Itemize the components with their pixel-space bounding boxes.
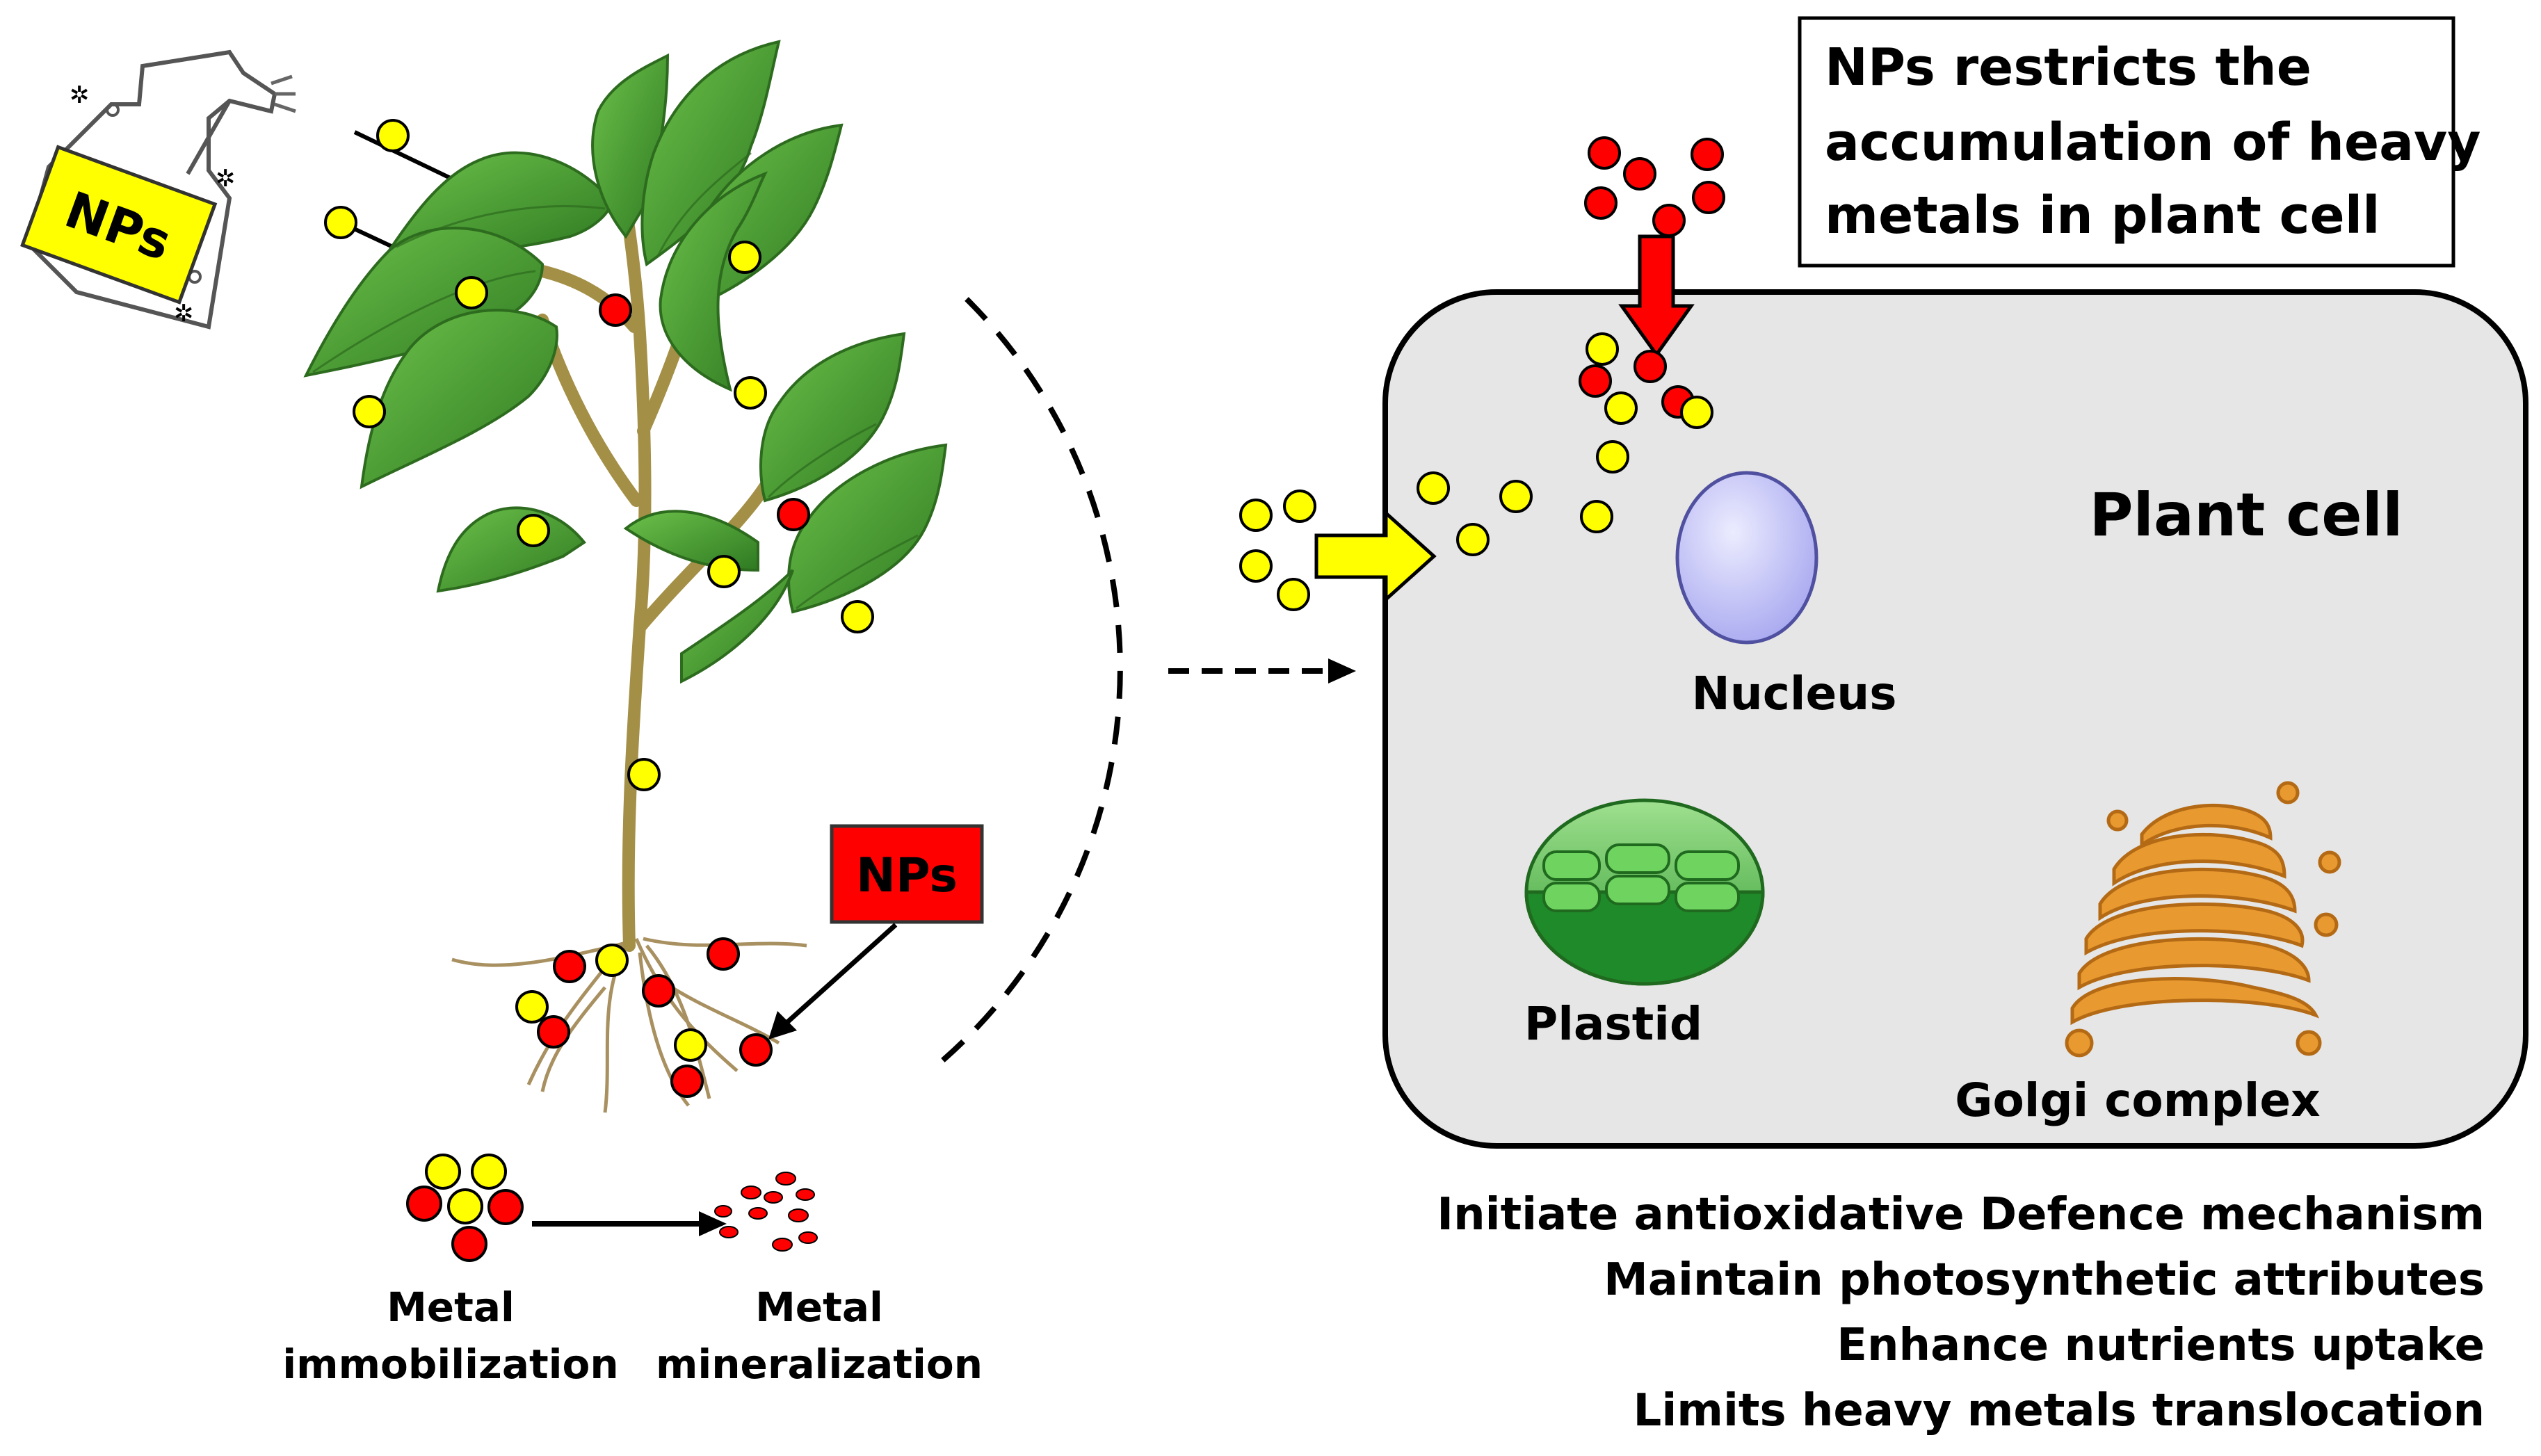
golgi-label: Golgi complex [1955,1074,2320,1127]
zoom-connector [937,297,1356,1067]
np-particle [515,990,549,1024]
sparkle-icon: ✲ [216,165,236,193]
np-particle [376,119,410,152]
metal-particle [406,1186,442,1222]
metal-particle [599,293,632,327]
nucleus-icon [1675,471,1818,645]
heavy-metal-particles [1579,136,1725,474]
plastid-icon [1524,798,1765,986]
metal-transformation: Metal immobilization Metal mineralizatio… [282,1154,983,1388]
np-particle [627,758,661,791]
metal-particle [1691,138,1724,171]
metal-particle [1584,186,1618,220]
np-particle [1283,490,1316,523]
arrow-head-icon [1328,658,1356,683]
effect-item: Maintain photosynthetic attributes [1604,1254,2485,1306]
np-particle [595,944,629,977]
note-line-1: NPs restricts the [1825,38,2312,97]
note-box: NPs restricts the accumulation of heavy … [1798,16,2481,268]
metal-particle [1652,204,1686,237]
cell-entry-particles [1239,471,1613,611]
sparkle-icon: ✲ [174,300,194,327]
np-particle [674,1028,707,1062]
metal-particle [670,1065,704,1098]
np-particle [1580,500,1613,533]
plant-particles [353,241,874,791]
metal-particle [1692,181,1725,214]
np-particle [728,241,761,274]
np-particle [1596,440,1629,474]
plastid-label: Plastid [1524,997,1702,1051]
effects-list: Initiate antioxidative Defence mechanism… [1437,1189,2485,1437]
metal-particle [487,1189,524,1225]
red-arrow-icon [1618,234,1695,358]
plant-illustration [303,40,948,1113]
mineral-fragments [714,1172,818,1252]
note-line-3: metals in plant cell [1825,186,2380,245]
note-line-2: accumulation of heavy [1825,113,2481,172]
metal-particle [1579,364,1612,398]
metal-particle [739,1033,773,1067]
np-particle [1239,499,1273,532]
root-particles [515,937,773,1098]
metal-particle [451,1226,487,1262]
np-particle [353,395,386,428]
np-particle [1417,471,1450,505]
np-particle [1499,480,1533,513]
soil-np-box [830,824,984,924]
metal-particle [777,498,810,531]
arrow-head-icon [699,1211,727,1236]
yellow-arrow-icon [1314,509,1437,604]
effect-item: Limits heavy metals translocation [1634,1385,2485,1437]
np-particle [324,206,357,239]
soil-np-label: NPs [856,848,958,903]
metal-particle [642,974,675,1008]
effect-item: Enhance nutrients uptake [1837,1320,2485,1371]
np-particle [1586,332,1619,366]
metal-particle [707,937,740,971]
spray-bottle-icon: ✲ ✲ ✲ NPs [20,49,296,330]
soil-np-callout: NPs [768,824,984,1040]
mineralization-label-line2: mineralization [656,1341,983,1388]
np-particle [734,376,767,410]
immobilization-label-line1: Metal [387,1284,515,1331]
immobilization-label-line2: immobilization [282,1341,618,1388]
metal-particle [1634,350,1667,383]
golgi-icon [2065,781,2341,1058]
np-particle [1456,523,1490,556]
np-particle [841,600,874,633]
sparkle-icon: ✲ [70,81,90,109]
nucleus-label: Nucleus [1691,667,1896,720]
np-particle [707,555,741,588]
mineralization-label-line1: Metal [755,1284,883,1331]
spray-label-tag: NPs [20,145,218,305]
np-particle [1680,396,1713,429]
np-particle [1277,578,1310,611]
np-particle [1239,549,1273,583]
metal-particle [537,1015,570,1049]
metal-particle [1623,157,1656,191]
np-particle [455,276,488,309]
metal-particle [553,950,586,983]
metal-particle [1588,136,1621,170]
np-particle [471,1154,507,1190]
effect-item: Initiate antioxidative Defence mechanism [1437,1189,2485,1240]
np-particle [447,1188,483,1224]
np-particle [517,514,550,547]
plant-cell: Plant cell Nucleus Plastid [1382,289,2528,1149]
arrow-head-icon [768,1011,797,1040]
np-particle [425,1154,461,1190]
cell-title: Plant cell [2089,480,2403,550]
np-particle [1604,391,1638,425]
